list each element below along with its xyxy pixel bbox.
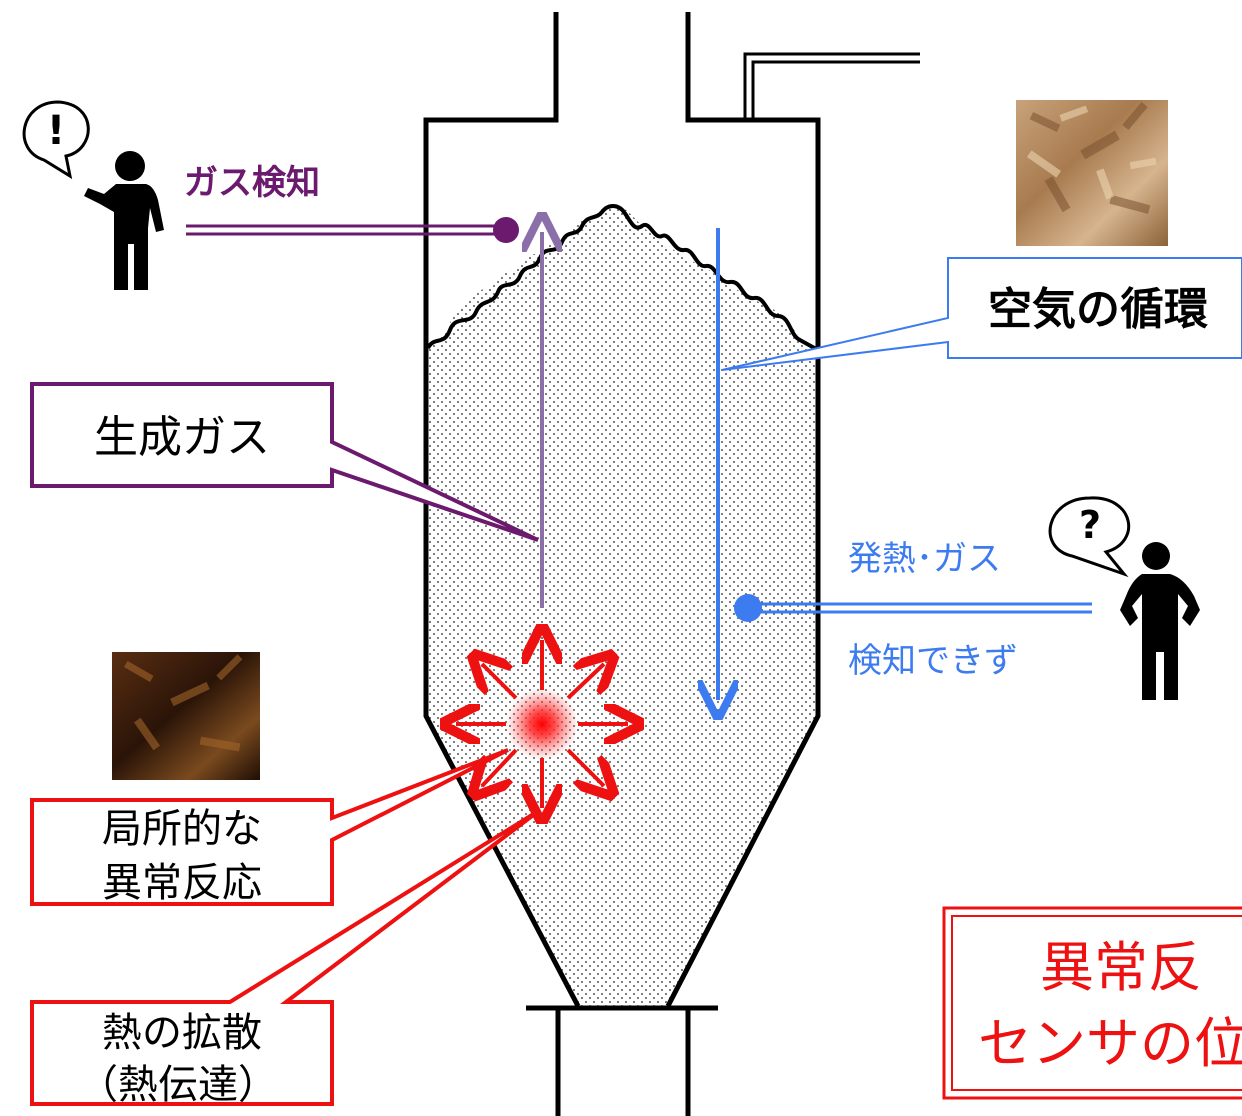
- heat-diffusion-line1: 熱の拡散: [102, 1010, 262, 1056]
- hot-spot-group: 局所的な 異常反応 熱の拡散 （熱伝達）: [30, 640, 628, 1108]
- local-reaction-line1: 局所的な: [102, 806, 262, 852]
- heat-diffusion-callout: [30, 808, 542, 1106]
- exclamation-bubble: [22, 100, 90, 180]
- product-gas-callout: [30, 382, 539, 542]
- question-icon: ?: [1079, 503, 1101, 547]
- air-circulation-callout: [721, 257, 1242, 371]
- hot-spot: [506, 688, 578, 760]
- person-icon: [84, 151, 164, 290]
- local-reaction-line2: 異常反応: [102, 860, 262, 906]
- air-circulation-label: 空気の循環: [988, 284, 1208, 335]
- local-reaction-callout: [30, 748, 509, 906]
- person-right: ?: [1048, 496, 1200, 700]
- outlet-pipe: [555, 1008, 691, 1116]
- burnt-chips-photo: [112, 652, 260, 780]
- wood-chips-photo: [1016, 100, 1168, 246]
- heat-arrow-se: [566, 748, 604, 786]
- heat-sensor-dot: [734, 594, 762, 622]
- exclamation-icon: !: [47, 108, 65, 154]
- person-icon: [1120, 542, 1200, 700]
- product-gas-label: 生成ガス: [94, 412, 270, 463]
- material-surface: [426, 204, 819, 352]
- sensor-box-line1: 異常反: [1040, 936, 1202, 999]
- person-left: !: [22, 100, 164, 290]
- gas-detect-label: ガス検知: [184, 163, 320, 203]
- heat-gas-label: 発熱･ガス: [848, 539, 1001, 579]
- gas-sensor-dot: [493, 217, 519, 243]
- heat-arrow-sw: [482, 748, 518, 786]
- sensor-box-line2: センサの位: [978, 1012, 1242, 1075]
- air-circulation-group: 空気の循環 発熱･ガス 検知できず: [718, 228, 1242, 700]
- product-gas-group: ガス検知 生成ガス: [30, 163, 542, 608]
- heat-diffusion-line2: （熱伝達）: [78, 1062, 278, 1108]
- heat-arrow-ne: [566, 664, 604, 700]
- question-bubble: [1048, 496, 1131, 578]
- heat-arrow-nw: [482, 664, 518, 700]
- not-detected-label: 検知できず: [848, 641, 1018, 681]
- vent-pipe: [743, 52, 920, 122]
- silo: [423, 12, 920, 1116]
- silo-wall: [423, 12, 821, 1008]
- sensor-position-box: 異常反 センサの位: [942, 906, 1242, 1100]
